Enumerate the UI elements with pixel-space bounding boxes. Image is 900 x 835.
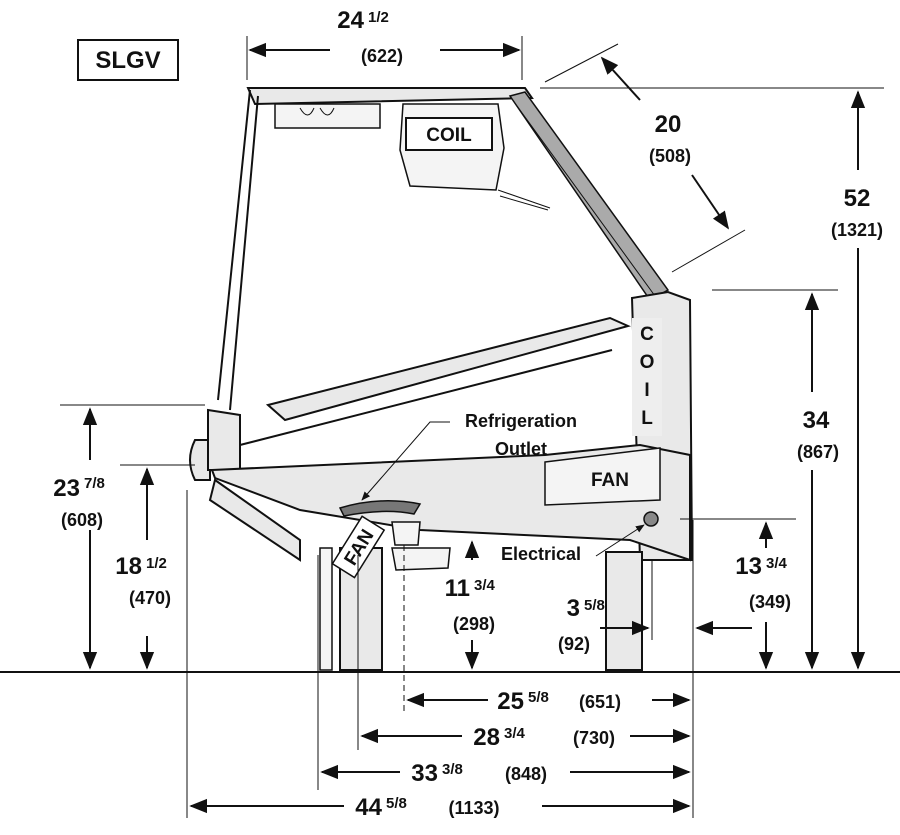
svg-text:23: 23	[53, 475, 80, 502]
canopy	[246, 87, 534, 106]
svg-text:25: 25	[497, 688, 524, 715]
svg-text:(848): (848)	[505, 764, 547, 784]
coil-side-label: C O I L	[640, 324, 655, 429]
dim-depth-d: 44 5/8 (1133)	[189, 794, 691, 821]
svg-text:44: 44	[355, 794, 382, 821]
svg-text:5/8: 5/8	[584, 597, 605, 614]
svg-text:(349): (349)	[749, 592, 791, 612]
drain	[391, 521, 421, 546]
svg-text:(867): (867)	[797, 442, 839, 462]
svg-text:3/8: 3/8	[442, 761, 463, 778]
coil-side-letter: C	[640, 324, 654, 345]
svg-text:1/2: 1/2	[146, 555, 167, 572]
dim-drain-height: 11 3/4 (298)	[445, 540, 496, 670]
dim-overall-height: 52 (1321)	[831, 90, 883, 670]
svg-text:3/4: 3/4	[766, 555, 788, 572]
dim-electrical-height: 13 3/4 (349)	[735, 521, 791, 670]
electrical-box	[643, 511, 659, 527]
rear-glass	[508, 91, 670, 301]
svg-text:3/4: 3/4	[474, 577, 496, 594]
display-shelf	[265, 316, 631, 422]
svg-text:(470): (470)	[129, 588, 171, 608]
svg-text:7/8: 7/8	[84, 475, 105, 492]
svg-text:Refrigeration: Refrigeration	[465, 411, 577, 431]
svg-text:33: 33	[411, 760, 438, 787]
rear-leg	[605, 551, 643, 671]
svg-text:(92): (92)	[558, 634, 590, 654]
dim-glass-diagonal: 20 (508)	[600, 56, 730, 230]
dim-electrical-offset: 3 5/8 (92)	[558, 595, 752, 654]
svg-text:(1321): (1321)	[831, 220, 883, 240]
svg-text:5/8: 5/8	[386, 795, 407, 812]
front-bumper	[189, 439, 211, 481]
coil-side-letter: I	[644, 380, 649, 401]
svg-text:(298): (298)	[453, 614, 495, 634]
svg-text:Outlet: Outlet	[495, 439, 547, 459]
dim-front-height: 23 7/8 (608)	[53, 407, 105, 670]
svg-text:(651): (651)	[579, 692, 621, 712]
coil-side-letter: O	[640, 352, 655, 373]
fan-left-label: FAN	[331, 515, 386, 579]
svg-text:(1133): (1133)	[448, 798, 499, 818]
svg-text:1/2: 1/2	[368, 9, 389, 26]
svg-text:3/4: 3/4	[504, 725, 526, 742]
svg-text:5/8: 5/8	[528, 689, 549, 706]
svg-text:(508): (508)	[649, 146, 691, 166]
svg-text:(730): (730)	[573, 728, 615, 748]
coil-top-label: COIL	[426, 125, 472, 146]
svg-text:11: 11	[445, 575, 470, 602]
svg-text:20: 20	[655, 111, 682, 138]
svg-text:18: 18	[115, 553, 142, 580]
model-badge: SLGV	[77, 39, 179, 81]
svg-text:52: 52	[844, 185, 871, 212]
refrigeration-outlet-label: Refrigeration Outlet	[361, 411, 577, 501]
svg-text:(608): (608)	[61, 510, 103, 530]
extension-lines	[60, 36, 884, 818]
dim-depth-b: 28 3/4 (730)	[360, 724, 691, 751]
svg-text:3: 3	[567, 595, 580, 622]
svg-text:Electrical: Electrical	[501, 544, 581, 564]
front-glass	[217, 89, 259, 411]
svg-text:13: 13	[735, 553, 762, 580]
dim-rear-height: 34 (867)	[797, 292, 839, 670]
svg-text:24: 24	[337, 7, 364, 34]
model-label: SLGV	[95, 47, 160, 74]
dim-top-width: 24 1/2 (622)	[248, 7, 521, 66]
case-body	[0, 87, 900, 673]
fan-right-label: FAN	[591, 470, 629, 491]
coil-side-letter: L	[641, 408, 653, 429]
svg-text:(622): (622)	[361, 46, 403, 66]
dim-depth-c: 33 3/8 (848)	[320, 760, 691, 787]
electrical-label: Electrical	[488, 524, 645, 564]
dim-bumper-height: 18 1/2 (470)	[115, 467, 171, 670]
svg-text:34: 34	[803, 407, 830, 434]
dim-depth-a: 25 5/8 (651)	[406, 688, 691, 715]
svg-text:28: 28	[473, 724, 500, 751]
